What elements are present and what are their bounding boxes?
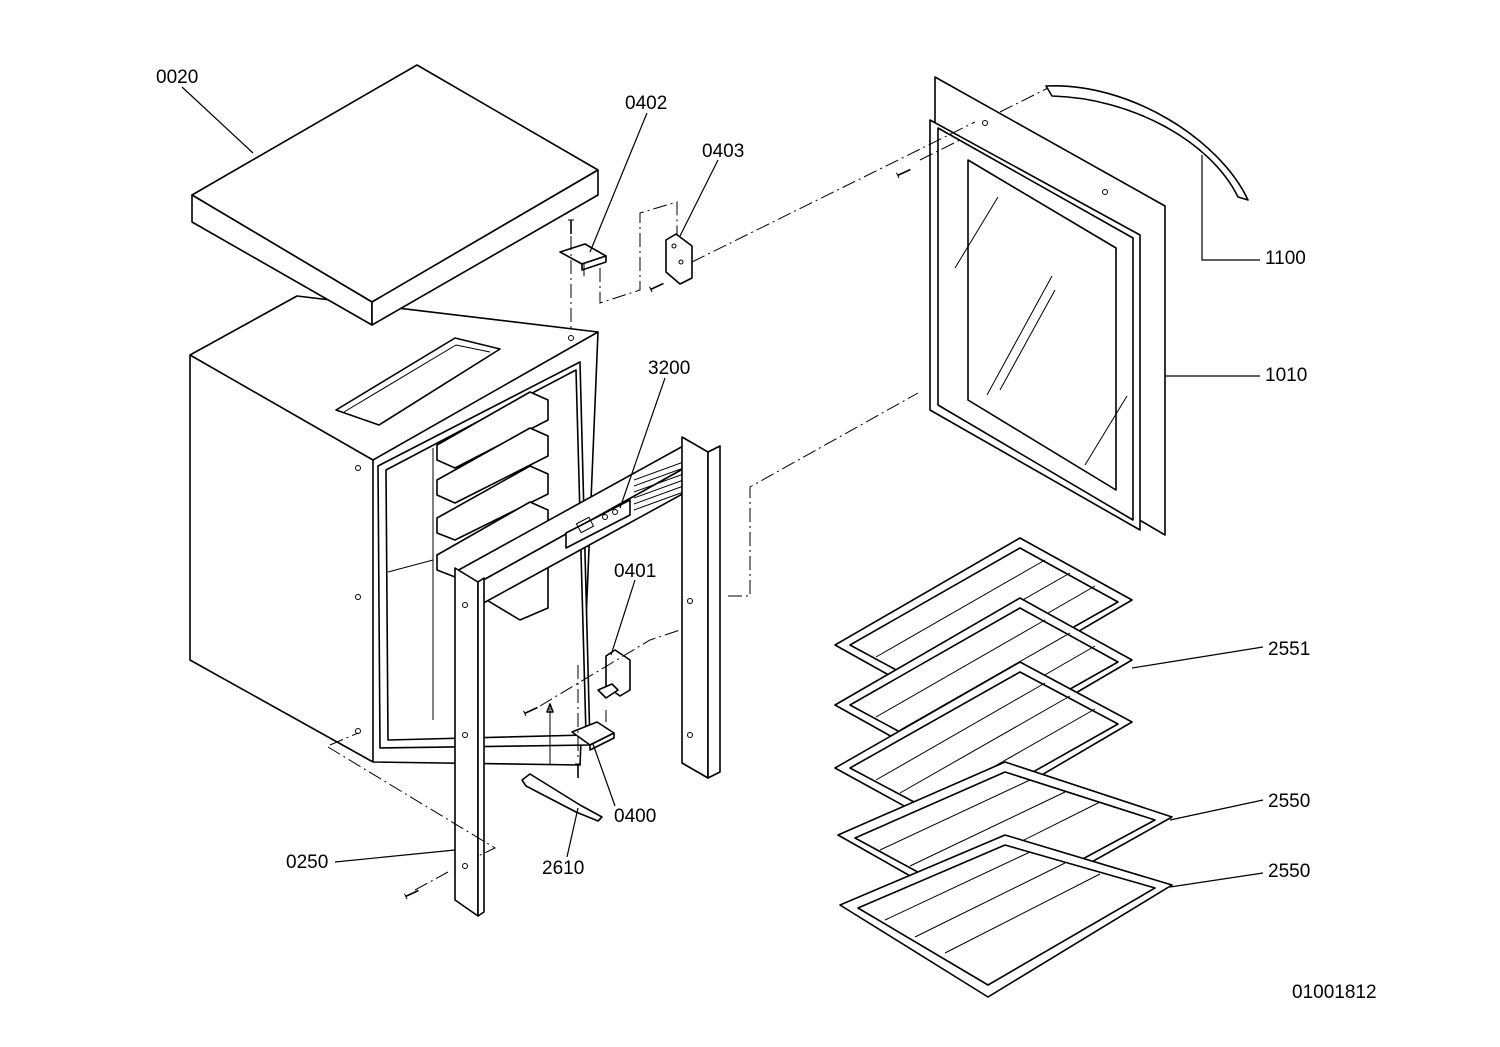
hinge-bottom-0401 [597,649,631,699]
label-2551: 2551 [1268,639,1310,660]
leader-lines [181,86,1264,888]
hinge-top-0402 [559,243,607,276]
part-labels: 0020 0402 0403 1100 1010 3200 0401 2551 … [156,67,1377,1003]
label-1100: 1100 [1265,248,1306,269]
label-2550-a: 2550 [1268,791,1310,812]
assembly-lines [327,87,1049,891]
label-3200: 3200 [648,358,690,379]
label-1010: 1010 [1265,365,1307,386]
label-0402: 0402 [625,93,667,114]
top-cover [191,64,599,326]
label-0400: 0400 [614,806,656,827]
glass-door [929,76,1166,536]
label-0020: 0020 [156,67,198,88]
label-2610: 2610 [542,858,584,879]
drawing-number: 01001812 [1292,982,1377,1003]
hinge-top-0403 [665,233,693,285]
screws [404,168,911,900]
label-2550-b: 2550 [1268,861,1310,882]
label-0401: 0401 [614,561,656,582]
door-frame [454,436,721,917]
label-0403: 0403 [702,141,744,162]
tool-2610 [521,703,603,822]
hinge-bottom-0400 [571,710,615,751]
shelf-2550-b [839,834,1173,998]
label-0250: 0250 [286,852,328,873]
handle-1100 [1045,85,1249,201]
